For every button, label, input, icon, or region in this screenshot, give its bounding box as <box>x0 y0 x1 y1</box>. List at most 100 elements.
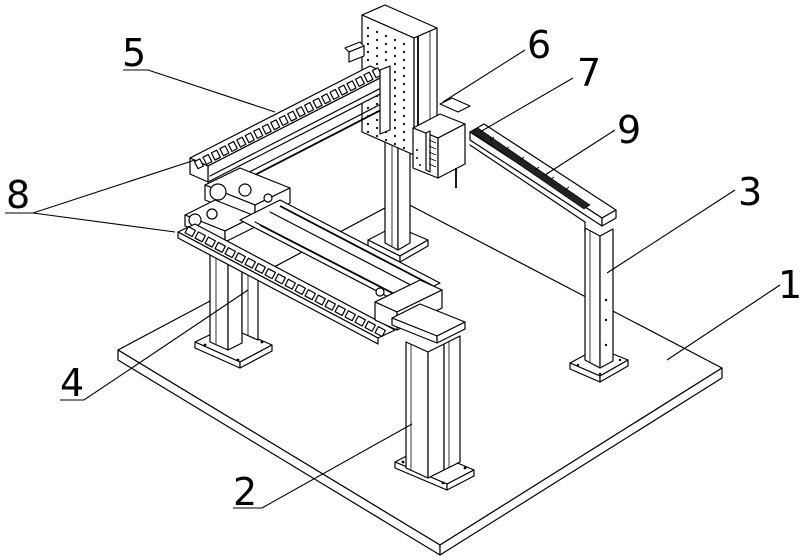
perf-hole <box>402 66 406 70</box>
perf-hole <box>402 130 406 134</box>
perf-hole <box>402 146 406 150</box>
chain-link <box>219 145 230 157</box>
perf-hole <box>375 54 379 58</box>
rear-beam <box>469 123 617 233</box>
chain-link <box>304 101 315 113</box>
perf-hole <box>393 102 397 106</box>
perf-hole <box>393 62 397 66</box>
chain-link <box>284 278 297 290</box>
perf-hole <box>402 58 406 62</box>
chain-link <box>204 236 217 248</box>
perf-hole <box>393 54 397 58</box>
chain-link <box>244 257 257 269</box>
chain-link <box>254 262 267 274</box>
callout-4: 4 <box>60 361 84 405</box>
chain-link <box>278 114 289 126</box>
perf-hole <box>393 142 397 146</box>
perf-hole <box>393 78 397 82</box>
perf-hole <box>402 114 406 118</box>
perf-hole <box>393 46 397 50</box>
chain-link <box>295 106 306 118</box>
perf-hole <box>375 46 379 50</box>
rear-column <box>569 227 629 383</box>
perf-hole <box>402 90 406 94</box>
perf-hole <box>402 50 406 54</box>
perf-hole <box>393 38 397 42</box>
perf-hole <box>375 62 379 66</box>
chain-link <box>214 241 227 253</box>
chain-link <box>324 299 337 311</box>
perf-hole <box>393 70 397 74</box>
chain-link <box>227 140 238 152</box>
chain-link <box>334 304 347 317</box>
chain-link <box>224 247 237 259</box>
callout-3: 3 <box>738 170 762 214</box>
perf-hole <box>393 86 397 90</box>
chain-link <box>320 93 332 105</box>
callout-1: 1 <box>778 263 800 307</box>
front-column <box>391 303 475 491</box>
perf-hole <box>402 122 406 126</box>
chain-link <box>354 75 366 87</box>
chain-link <box>202 153 213 165</box>
chain-link <box>264 268 277 280</box>
chain-link <box>234 252 247 264</box>
perf-hole <box>375 30 379 34</box>
perf-hole <box>366 34 370 38</box>
chain-link <box>354 315 367 327</box>
perf-hole <box>366 58 370 62</box>
perf-hole <box>375 118 379 122</box>
perf-hole <box>366 130 370 134</box>
callout-5: 5 <box>122 31 146 75</box>
chain-link <box>344 310 357 322</box>
chain-link <box>184 225 197 238</box>
chain-link <box>236 136 247 148</box>
perf-hole <box>402 82 406 86</box>
perf-hole <box>393 126 397 130</box>
chain-link <box>274 273 287 285</box>
chain-link <box>210 149 221 161</box>
callout-6: 6 <box>527 23 551 67</box>
perf-hole <box>384 50 388 54</box>
control-box <box>412 97 471 188</box>
perf-hole <box>384 58 388 62</box>
perf-hole <box>384 138 388 142</box>
chain-link <box>374 325 387 338</box>
perf-hole <box>375 134 379 138</box>
chain-link <box>364 320 377 332</box>
perf-hole <box>366 42 370 46</box>
perf-hole <box>393 134 397 138</box>
callout-7: 7 <box>577 51 601 95</box>
chain-link <box>253 127 264 139</box>
chain-link <box>363 71 374 83</box>
chain-link <box>314 294 327 306</box>
chain-link <box>287 110 298 122</box>
chain-link <box>304 289 317 301</box>
chain-link <box>193 158 204 170</box>
leader-lines <box>5 49 781 509</box>
perf-hole <box>375 38 379 42</box>
chain-link <box>194 231 207 243</box>
upper-arm <box>189 65 391 183</box>
perf-hole <box>402 74 406 78</box>
chain-link <box>346 80 357 92</box>
perf-hole <box>393 118 397 122</box>
chain-link <box>329 88 340 100</box>
chain-link <box>261 123 272 135</box>
x-chain-links <box>184 225 387 338</box>
chain-link <box>244 132 255 144</box>
perf-hole <box>402 106 406 110</box>
perf-hole <box>375 102 379 106</box>
perf-hole <box>366 122 370 126</box>
perf-hole <box>384 34 388 38</box>
perf-hole <box>366 26 370 30</box>
perf-hole <box>402 138 406 142</box>
perf-hole <box>366 50 370 54</box>
perf-hole <box>402 42 406 46</box>
perf-hole <box>402 98 406 102</box>
perf-hole <box>384 42 388 46</box>
chain-link <box>337 84 349 96</box>
perf-hole <box>366 106 370 110</box>
